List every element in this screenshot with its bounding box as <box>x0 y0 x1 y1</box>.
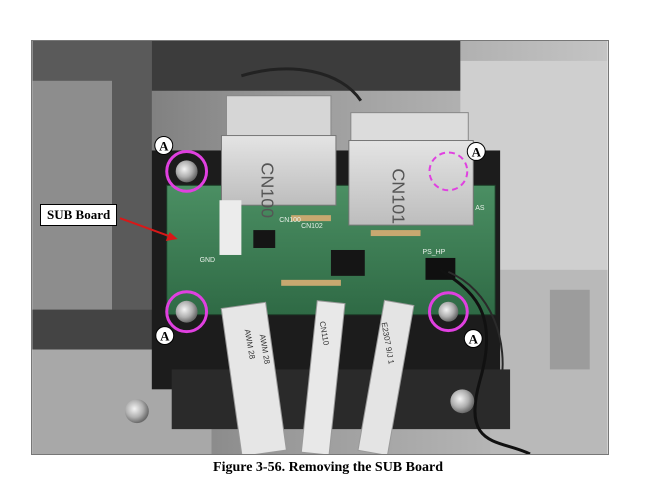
screw-a-bottom-right <box>427 291 469 333</box>
svg-text:A: A <box>159 138 169 153</box>
screw-a-top-left <box>165 149 209 193</box>
lower-screw-left <box>124 399 149 424</box>
wire-top <box>240 67 363 102</box>
marker-a-bottom-right: A <box>463 329 483 349</box>
marker-a-top-right: A <box>466 142 486 161</box>
wire-harness-2 <box>447 270 504 390</box>
screw-a-top-right-hidden <box>428 151 469 192</box>
connector-cn100-label: CN100 <box>257 162 277 218</box>
connector-cn101-label: CN101 <box>389 168 409 224</box>
cable-label-cn110: CN110 <box>318 321 331 347</box>
left-bracket <box>32 80 113 310</box>
svg-text:A: A <box>469 332 479 347</box>
flat-cable-right <box>357 299 415 454</box>
photo-illustration: CN100 CN101 CN100 CN102 GND AS PS_HP AWM… <box>32 41 608 454</box>
wire-harness <box>439 268 531 454</box>
ic-chip-label <box>219 200 242 255</box>
right-slot <box>549 289 590 370</box>
lower-screw-right <box>450 389 475 414</box>
component-row-1 <box>291 215 331 222</box>
top-frame <box>151 41 461 91</box>
connector-cn101 <box>348 140 474 226</box>
sub-board-callout: SUB Board <box>40 204 118 226</box>
svg-text:A: A <box>160 329 170 344</box>
marker-a-bottom-left: A <box>155 326 175 346</box>
left-rail <box>32 309 172 350</box>
figure-caption: Figure 3-56. Removing the SUB Board <box>213 460 443 475</box>
silk-cn100: CN100 <box>279 217 301 224</box>
marker-a-top-left: A <box>154 136 174 155</box>
silk-gnd: GND <box>200 257 215 264</box>
ic-chip-small <box>253 230 276 248</box>
silk-cn102: CN102 <box>301 223 323 230</box>
connector-cn100 <box>220 135 337 206</box>
component-row-3 <box>281 279 341 286</box>
component-row-2 <box>370 230 421 237</box>
svg-text:A: A <box>472 144 482 159</box>
product-photo: CN100 CN101 CN100 CN102 GND AS PS_HP AWM… <box>31 40 609 455</box>
callout-arrow <box>119 217 178 242</box>
ic-chip-main <box>330 249 365 276</box>
silk-ps-hp: PS_HP <box>423 249 446 256</box>
screw-a-bottom-left <box>165 290 209 334</box>
silk-as: AS <box>475 205 485 212</box>
flat-cable-left <box>220 301 287 454</box>
flat-cable-middle <box>300 300 346 454</box>
